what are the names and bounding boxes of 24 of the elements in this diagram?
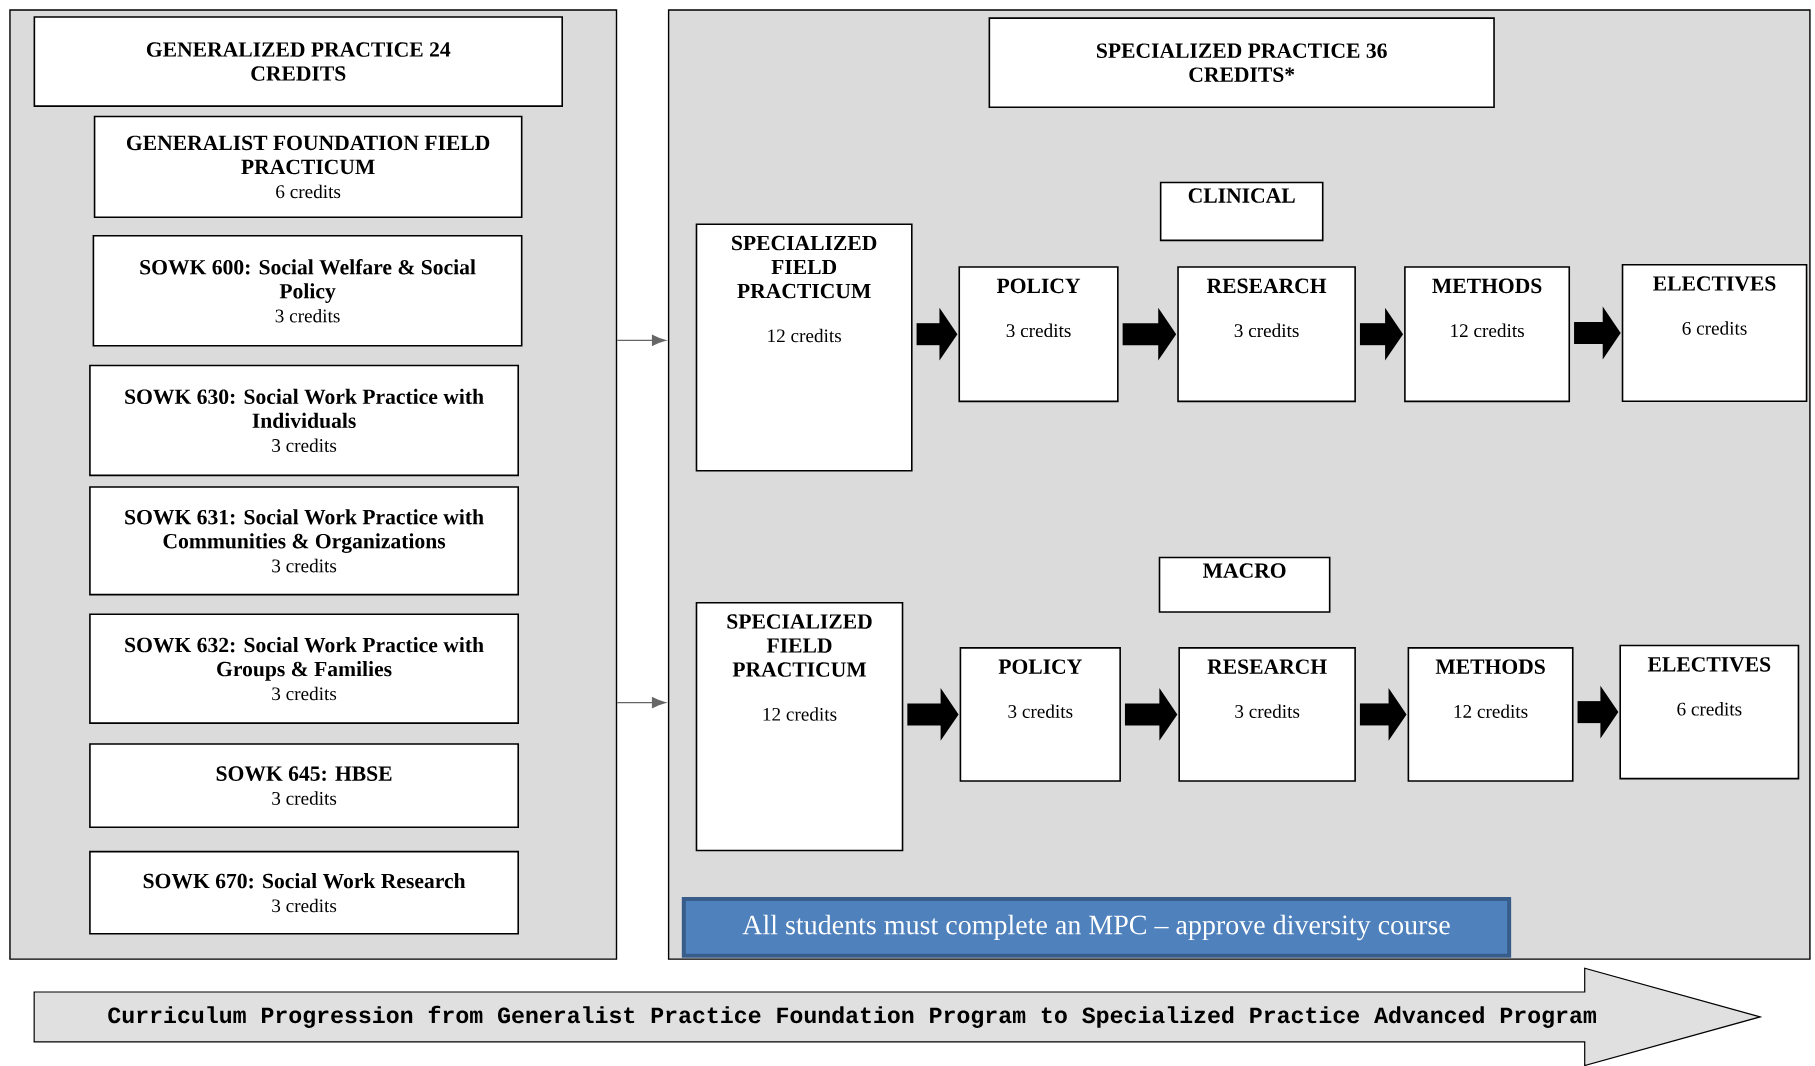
heading-box: SPECIALIZED PRACTICE 36 CREDITS* xyxy=(988,17,1495,109)
practicum-box: SPECIALIZED FIELD PRACTICUM 12 credits xyxy=(695,601,904,852)
track-label-box: CLINICAL xyxy=(1159,181,1324,242)
course-box: ELECTIVES 6 credits xyxy=(1619,644,1800,780)
course-box: METHODS 12 credits xyxy=(1404,266,1571,403)
heading-box: GENERALIZED PRACTICE 24 CREDITS xyxy=(33,16,563,107)
arrow xyxy=(616,697,666,709)
arrow xyxy=(616,334,666,346)
course-box: SOWK 631: Social Work Practice with Communities & Organizations 3 credits xyxy=(89,486,519,596)
notice-banner: All students must complete an MPC – approve diversity course xyxy=(681,897,1512,958)
course-box: ELECTIVES 6 credits xyxy=(1621,263,1808,403)
course-box: SOWK 600: Social Welfare & Social Policy 3 credits xyxy=(92,235,523,347)
course-box: SOWK 670: Social Work Research 3 credits xyxy=(89,850,519,935)
course-box: RESEARCH 3 credits xyxy=(1178,647,1356,782)
practicum-box: SPECIALIZED FIELD PRACTICUM 12 credits xyxy=(695,223,913,472)
course-box: SOWK 632: Social Work Practice with Groups & Families 3 credits xyxy=(89,613,519,724)
course-box: RESEARCH 3 credits xyxy=(1177,266,1356,403)
course-box: SOWK 645: HBSE 3 credits xyxy=(89,743,519,829)
course-box: POLICY 3 credits xyxy=(959,647,1121,782)
course-box: METHODS 12 credits xyxy=(1407,647,1574,782)
course-box: SOWK 630: Social Work Practice with Individuals 3 credits xyxy=(89,364,519,477)
course-box: GENERALIST FOUNDATION FIELD PRACTICUM 6 credits xyxy=(93,115,523,219)
course-box: POLICY 3 credits xyxy=(958,266,1119,403)
track-label-box: MACRO xyxy=(1158,556,1331,613)
